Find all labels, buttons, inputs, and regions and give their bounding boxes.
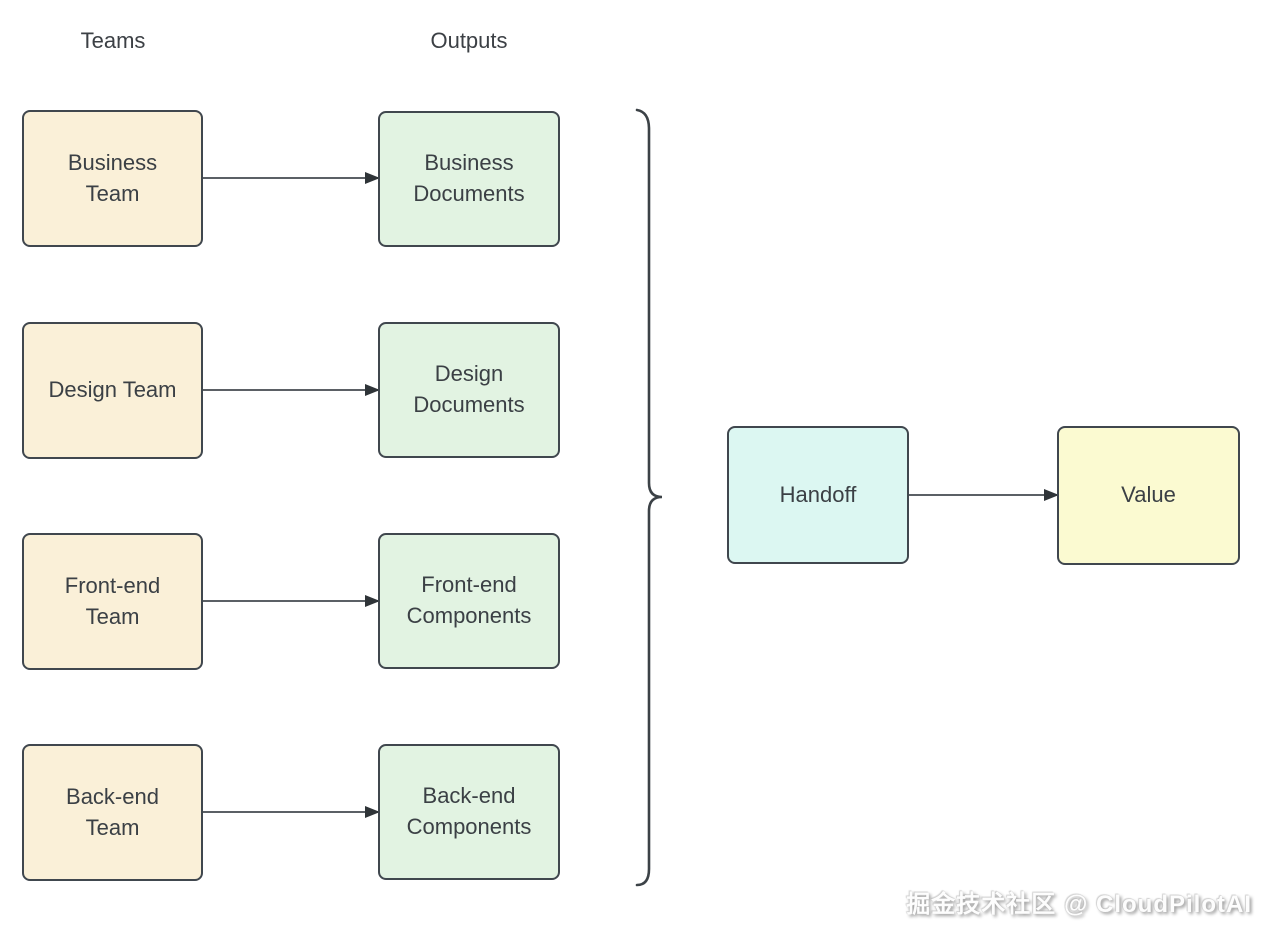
- node-back-end-team: Back-end Team: [22, 744, 203, 881]
- arrowhead-icon: [365, 595, 380, 607]
- node-label: Value: [1121, 482, 1176, 508]
- node-label: Front-end Components: [406, 572, 532, 628]
- arrowhead-icon: [365, 172, 380, 184]
- arrow-business-team-to-business-documents: [203, 172, 380, 184]
- arrow-design-team-to-design-documents: [203, 384, 380, 396]
- arrow-back-end-team-to-back-end-components: [203, 806, 380, 818]
- arrow-front-end-team-to-front-end-components: [203, 595, 380, 607]
- node-label: Front-end Team: [64, 572, 161, 629]
- node-front-end-components: Front-end Components: [378, 533, 560, 669]
- node-value: Value: [1057, 426, 1240, 565]
- node-label: Business Documents: [413, 150, 525, 206]
- node-business-documents: Business Documents: [378, 111, 560, 247]
- node-business-team: Business Team: [22, 110, 203, 247]
- node-front-end-team: Front-end Team: [22, 533, 203, 670]
- node-label: Handoff: [779, 481, 857, 507]
- teams-column-header: Teams: [80, 28, 146, 53]
- node-label: Design Documents: [413, 361, 525, 417]
- node-back-end-components: Back-end Components: [378, 744, 560, 880]
- watermark-text: 掘金技术社区 @ CloudPilotAI: [906, 891, 1252, 918]
- arrowhead-icon: [365, 384, 380, 396]
- node-label: Design Team: [48, 377, 177, 403]
- arrowhead-icon: [365, 806, 380, 818]
- node-design-documents: Design Documents: [378, 322, 560, 458]
- node-design-team: Design Team: [22, 322, 203, 459]
- arrowhead-icon: [1044, 489, 1059, 501]
- outputs-column-header: Outputs: [430, 28, 508, 53]
- node-label: Business Team: [67, 149, 158, 206]
- node-label: Back-end Components: [406, 783, 532, 839]
- outputs-curly-brace-icon: [635, 108, 663, 887]
- arrow-handoff-to-value: [909, 489, 1059, 501]
- node-label: Back-end Team: [66, 783, 159, 840]
- node-handoff: Handoff: [727, 426, 909, 564]
